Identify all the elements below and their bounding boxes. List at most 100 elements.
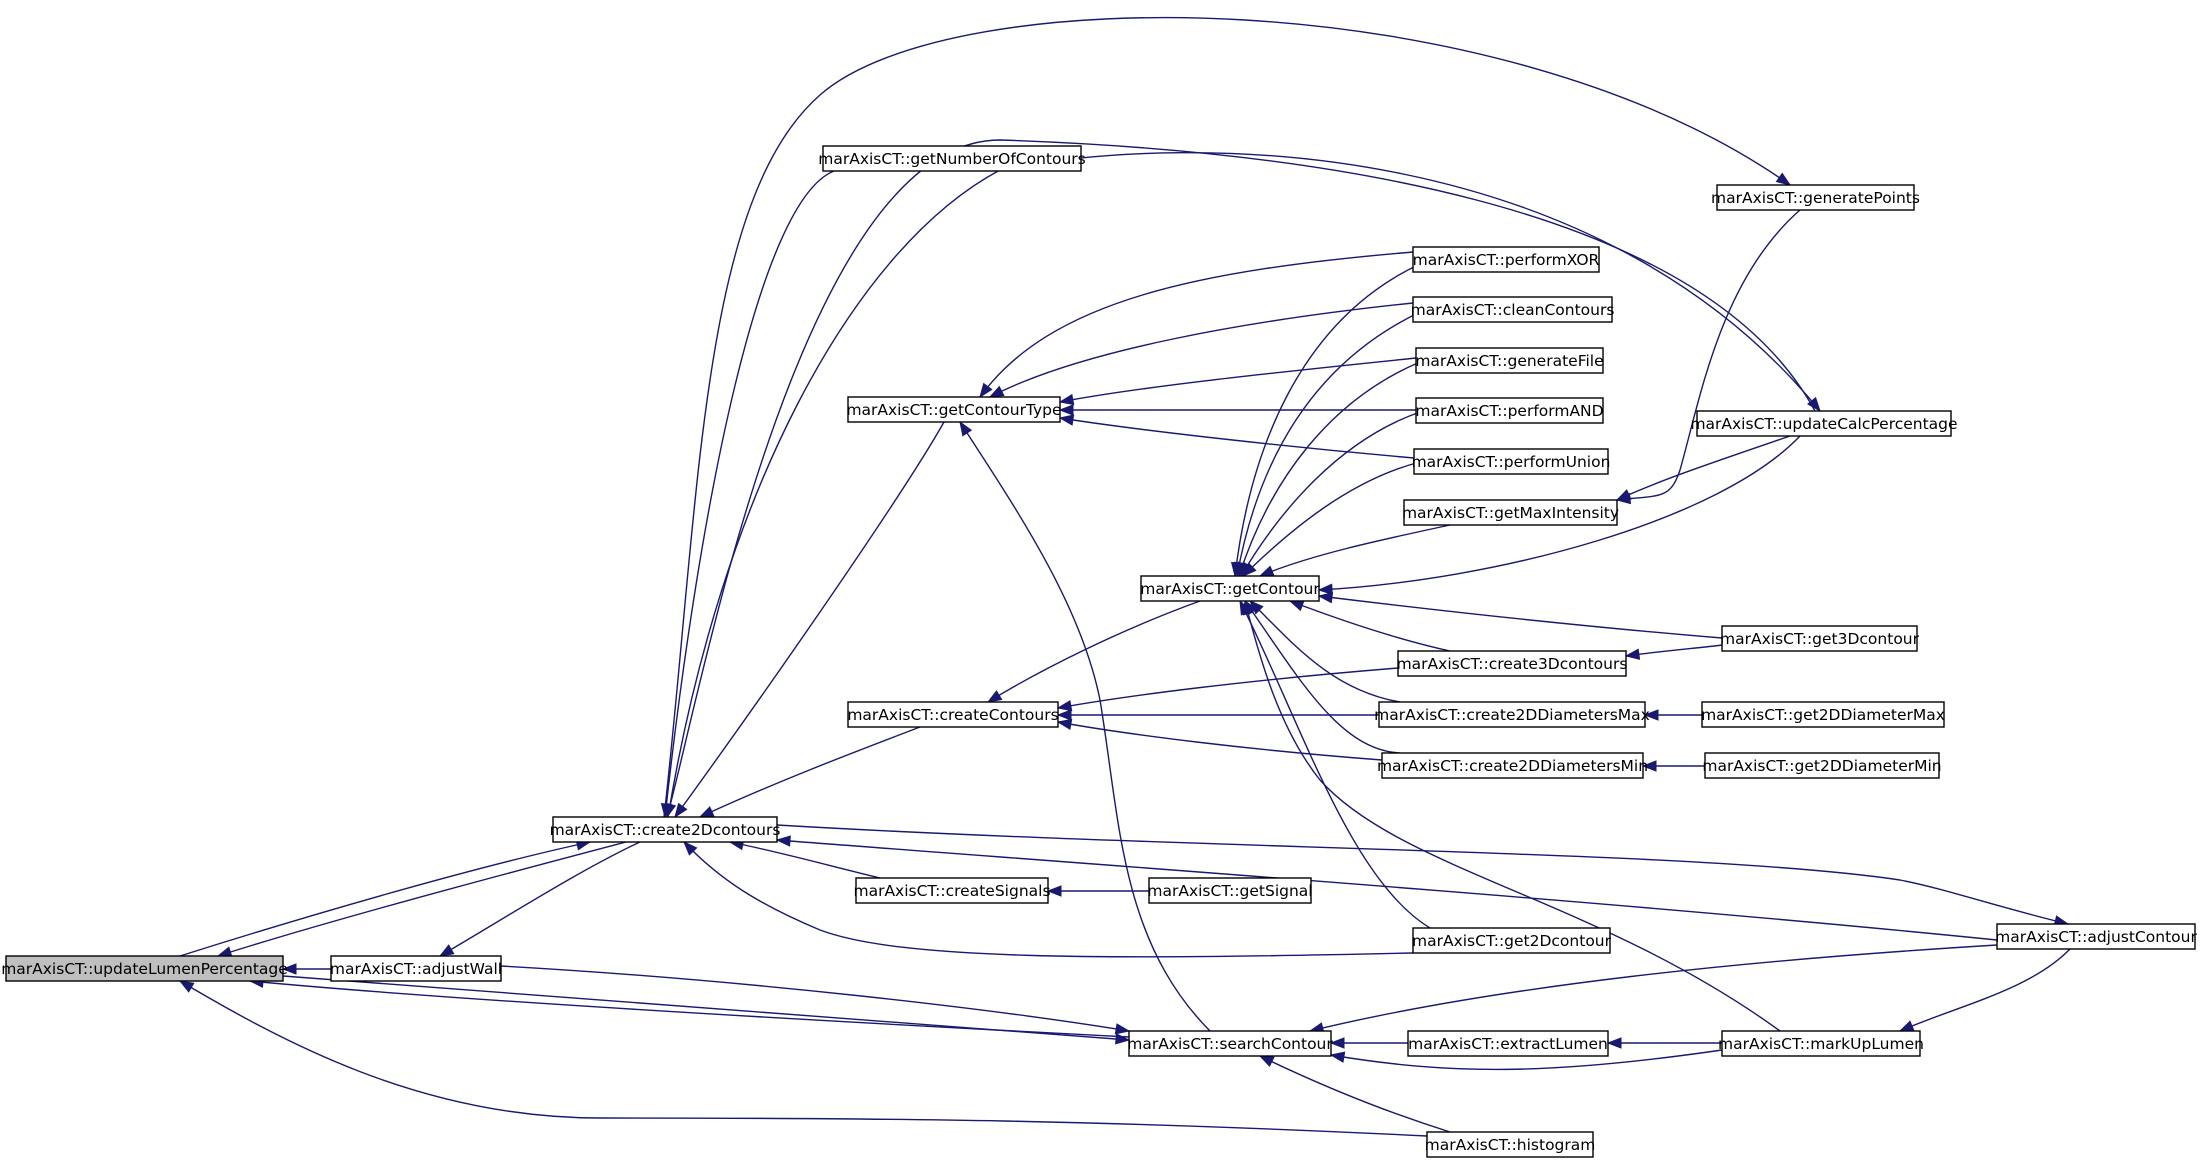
edge-line — [179, 841, 591, 957]
edge-performXOR-to-getContour — [1230, 263, 1421, 578]
node-getNumberOfContours[interactable]: marAxisCT::getNumberOfContours — [818, 145, 1086, 172]
edge-line — [1625, 644, 1723, 657]
edge-updateCalcPercentage-to-getMaxIntensity — [1615, 435, 1791, 501]
arrow-head-icon — [979, 382, 993, 399]
node-getContour[interactable]: marAxisCT::getContour — [1140, 575, 1320, 602]
node-create2Dcontours[interactable]: marAxisCT::create2Dcontours — [550, 816, 781, 843]
node-label: marAxisCT::get2DDiameterMax — [1701, 706, 1945, 724]
node-createSignals[interactable]: marAxisCT::createSignals — [853, 877, 1051, 904]
node-get3Dcontour[interactable]: marAxisCT::get3Dcontour — [1720, 625, 1920, 652]
edge-markUpLumen-to-extractLumen — [1606, 1037, 1722, 1049]
node-updateCalcPercentage[interactable]: marAxisCT::updateCalcPercentage — [1690, 410, 1958, 437]
arrow-head-icon — [1606, 1037, 1622, 1049]
edge-line — [729, 841, 881, 879]
edge-adjustContour-to-create2Dcontours — [775, 835, 1998, 941]
node-create2DDiametersMax[interactable]: marAxisCT::create2DDiametersMax — [1374, 701, 1650, 728]
edge-create2DDiametersMin-to-createContours — [1056, 718, 1383, 761]
edge-line — [674, 421, 945, 818]
node-performXOR[interactable]: marAxisCT::performXOR — [1412, 246, 1600, 273]
edge-line — [1059, 417, 1415, 459]
node-adjustWall[interactable]: marAxisCT::adjustWall — [330, 955, 502, 982]
node-get2DDiameterMin[interactable]: marAxisCT::get2DDiameterMin — [1702, 752, 1942, 779]
arrow-head-icon — [986, 690, 1003, 703]
node-markUpLumen[interactable]: marAxisCT::markUpLumen — [1718, 1030, 1924, 1057]
node-getSignal[interactable]: marAxisCT::getSignal — [1147, 877, 1313, 904]
edge-adjustContour-to-searchContour — [1308, 944, 1998, 1034]
node-box — [1716, 184, 1915, 211]
arrow-head-icon — [1058, 414, 1075, 426]
edge-markUpLumen-to-getContour — [1242, 599, 1781, 1032]
node-box — [1381, 752, 1644, 779]
edge-line — [1236, 311, 1421, 577]
arrow-head-icon — [1258, 1055, 1275, 1068]
arrow-head-icon — [438, 944, 455, 957]
arrow-head-icon — [1317, 583, 1333, 595]
edge-line — [1616, 209, 1801, 501]
edge-line — [1899, 948, 2071, 1032]
edge-getSignal-to-createSignals — [1046, 885, 1149, 897]
node-box — [1403, 499, 1618, 526]
arrow-head-icon — [1242, 562, 1257, 577]
node-box — [1412, 927, 1611, 954]
node-box — [552, 816, 778, 843]
node-getContourType[interactable]: marAxisCT::getContourType — [846, 396, 1062, 423]
edge-create2DDiametersMax-to-createContours — [1056, 709, 1379, 721]
node-box — [1701, 701, 1945, 728]
edge-adjustWall-to-updateLumenPercentage — [281, 963, 331, 975]
edge-line — [664, 170, 835, 818]
edge-updateLumenPercentage-to-create2Dcontours — [179, 839, 592, 957]
node-generatePoints[interactable]: marAxisCT::generatePoints — [1711, 184, 1920, 211]
edge-cleanContours-to-getContour — [1233, 311, 1421, 578]
edge-line — [1240, 411, 1421, 577]
edge-line — [1259, 524, 1451, 577]
edge-performXOR-to-getContourType — [979, 251, 1414, 399]
edge-cleanContours-to-getContourType — [988, 302, 1414, 398]
node-performUnion[interactable]: marAxisCT::performUnion — [1412, 448, 1611, 475]
node-get2DDiameterMax[interactable]: marAxisCT::get2DDiameterMax — [1701, 701, 1945, 728]
edge-create2DDiametersMin-to-getContour — [1244, 599, 1401, 754]
edge-performAND-to-getContourType — [1058, 404, 1416, 416]
node-label: marAxisCT::adjustWall — [330, 960, 502, 978]
node-create3Dcontours[interactable]: marAxisCT::create3Dcontours — [1397, 650, 1628, 677]
node-label: marAxisCT::performAND — [1415, 402, 1603, 420]
arrow-head-icon — [1615, 489, 1632, 501]
node-box — [1140, 575, 1320, 602]
edge-adjustWall-to-searchContour — [500, 965, 1131, 1035]
edge-performUnion-to-getContour — [1242, 461, 1421, 577]
node-createContours[interactable]: marAxisCT::createContours — [847, 701, 1059, 728]
edge-create2Dcontours-to-adjustWall — [438, 841, 641, 957]
node-extractLumen[interactable]: marAxisCT::extractLumen — [1407, 1030, 1609, 1057]
node-generateFile[interactable]: marAxisCT::generateFile — [1415, 347, 1604, 374]
node-adjustContour[interactable]: marAxisCT::adjustContour — [1995, 923, 2197, 950]
edge-adjustContour-to-markUpLumen — [1898, 948, 2071, 1032]
node-box — [1148, 877, 1312, 904]
node-label: marAxisCT::create3Dcontours — [1397, 655, 1628, 673]
node-get2Dcontour[interactable]: marAxisCT::get2Dcontour — [1412, 927, 1612, 954]
edge-line — [699, 726, 921, 818]
node-histogram[interactable]: marAxisCT::histogram — [1425, 1131, 1596, 1158]
edge-create2Dcontours-to-adjustContour — [776, 824, 2070, 927]
node-performAND[interactable]: marAxisCT::performAND — [1415, 397, 1604, 424]
node-getMaxIntensity[interactable]: marAxisCT::getMaxIntensity — [1402, 499, 1619, 526]
node-label: marAxisCT::extractLumen — [1408, 1035, 1608, 1053]
edge-generateFile-to-getContour — [1237, 361, 1421, 578]
edge-histogram-to-searchContour — [1258, 1055, 1451, 1133]
edge-line — [683, 841, 1414, 958]
node-updateLumenPercentage[interactable]: marAxisCT::updateLumenPercentage — [1, 955, 288, 982]
node-label: marAxisCT::getMaxIntensity — [1402, 504, 1619, 522]
node-box — [822, 145, 1082, 172]
edge-line — [663, 16, 1791, 818]
arrow-head-icon — [988, 385, 1005, 398]
edge-markUpLumen-to-searchContour — [1329, 1049, 1723, 1071]
node-create2DDiametersMin[interactable]: marAxisCT::create2DDiametersMin — [1377, 752, 1648, 779]
edge-line — [1244, 600, 1781, 1032]
edge-createSignals-to-create2Dcontours — [728, 839, 881, 879]
edge-line — [500, 965, 1130, 1032]
node-searchContour[interactable]: marAxisCT::searchContour — [1127, 1030, 1333, 1057]
edge-get2Dcontour-to-create2Dcontours — [683, 840, 1414, 958]
edge-line — [776, 824, 2069, 925]
arrow-head-icon — [1058, 404, 1074, 416]
node-cleanContours[interactable]: marAxisCT::cleanContours — [1411, 296, 1615, 323]
edge-line — [1616, 435, 1791, 501]
node-box — [1397, 650, 1627, 677]
